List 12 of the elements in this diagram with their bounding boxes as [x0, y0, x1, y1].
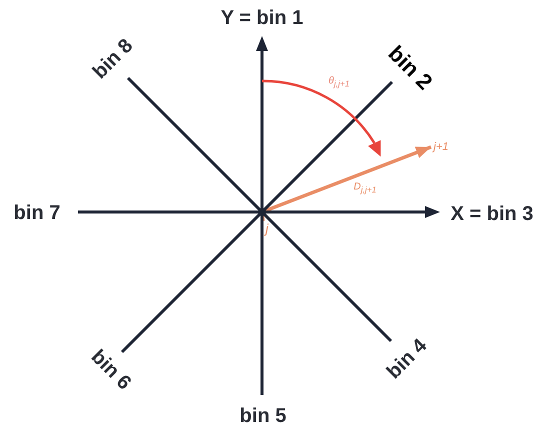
bin-label: bin 8 [88, 34, 138, 84]
bin-label: bin 5 [240, 405, 286, 427]
axis-label: X = bin 3 [450, 203, 534, 225]
bin-label: bin 7 [14, 202, 60, 224]
axis-label: Y = bin 1 [220, 7, 304, 29]
angle-label: θ$_{j,j+1}$ [328, 76, 350, 88]
bin-label: bin 2 [383, 41, 437, 95]
point-label: j [263, 221, 271, 237]
edge-label: D$_{j,j+1}$ [354, 182, 376, 194]
bin-label: bin 6 [86, 346, 136, 394]
bin-label: bin 4 [382, 334, 432, 384]
point-label: j+1 [431, 140, 451, 154]
